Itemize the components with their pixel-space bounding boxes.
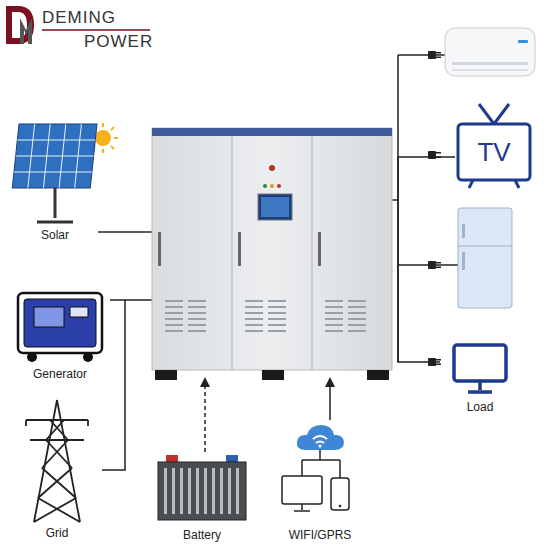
- icon: [270, 420, 370, 528]
- refrigerator: [458, 208, 512, 308]
- node-label: Grid: [12, 526, 102, 541]
- brand-name: POWER: [84, 32, 153, 52]
- icon: [12, 398, 102, 526]
- brand-name: DEMING: [42, 8, 116, 28]
- icon: [152, 452, 252, 528]
- inverter-cabinet: [152, 128, 392, 380]
- comm-arrow: [329, 382, 331, 420]
- plug-symbol: [428, 51, 441, 366]
- wire-connector: [102, 300, 125, 470]
- communication-module: WIFI/GPRS: [270, 420, 370, 546]
- monitor-load: Load: [440, 342, 520, 420]
- node-label: Load: [440, 400, 520, 415]
- air-conditioner: [445, 28, 535, 76]
- node-label: Solar: [5, 228, 105, 243]
- icon: [440, 342, 520, 400]
- grid-tower: Grid: [12, 398, 102, 544]
- icon: [10, 285, 110, 367]
- solar-panel: Solar: [5, 118, 105, 250]
- wire-connector: [398, 157, 455, 362]
- battery: Battery: [152, 452, 252, 546]
- generator: Generator: [10, 285, 110, 385]
- tv-load: TV: [455, 100, 533, 190]
- node-label: WIFI/GPRS: [270, 528, 370, 543]
- node-label: TV: [458, 124, 530, 180]
- icon: [5, 118, 105, 228]
- node-label: Battery: [152, 528, 252, 543]
- battery-arrow: [204, 382, 206, 452]
- node-label: Generator: [10, 367, 110, 382]
